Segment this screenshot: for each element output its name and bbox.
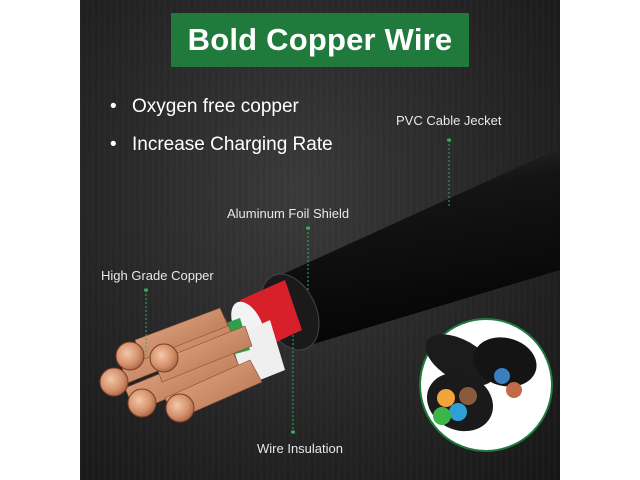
pvc-jacket-label: PVC Cable Jecket <box>396 113 502 128</box>
copper-label: High Grade Copper <box>101 268 214 283</box>
bullet-icon: • <box>110 96 117 117</box>
page-title: Bold Copper Wire <box>187 22 453 57</box>
feature-item: • Increase Charging Rate <box>110 126 333 164</box>
pointer-lines <box>143 137 452 435</box>
insulation-label: Wire Insulation <box>257 441 343 456</box>
pvc-jacket <box>270 148 560 345</box>
product-image-panel: Bold Copper Wire • Oxygen free copper • In… <box>80 0 560 480</box>
cross-section-inset <box>419 318 553 452</box>
copper-wire-ends <box>99 341 195 423</box>
bullet-icon: • <box>110 134 117 155</box>
feature-text: Oxygen free copper <box>132 96 299 117</box>
feature-item: • Oxygen free copper <box>110 88 333 126</box>
feature-text: Increase Charging Rate <box>132 134 333 155</box>
cable-illustration <box>99 137 560 452</box>
foil-shield-label: Aluminum Foil Shield <box>227 206 350 221</box>
feature-list: • Oxygen free copper • Increase Charging R… <box>110 88 333 164</box>
title-banner: Bold Copper Wire <box>171 13 469 67</box>
